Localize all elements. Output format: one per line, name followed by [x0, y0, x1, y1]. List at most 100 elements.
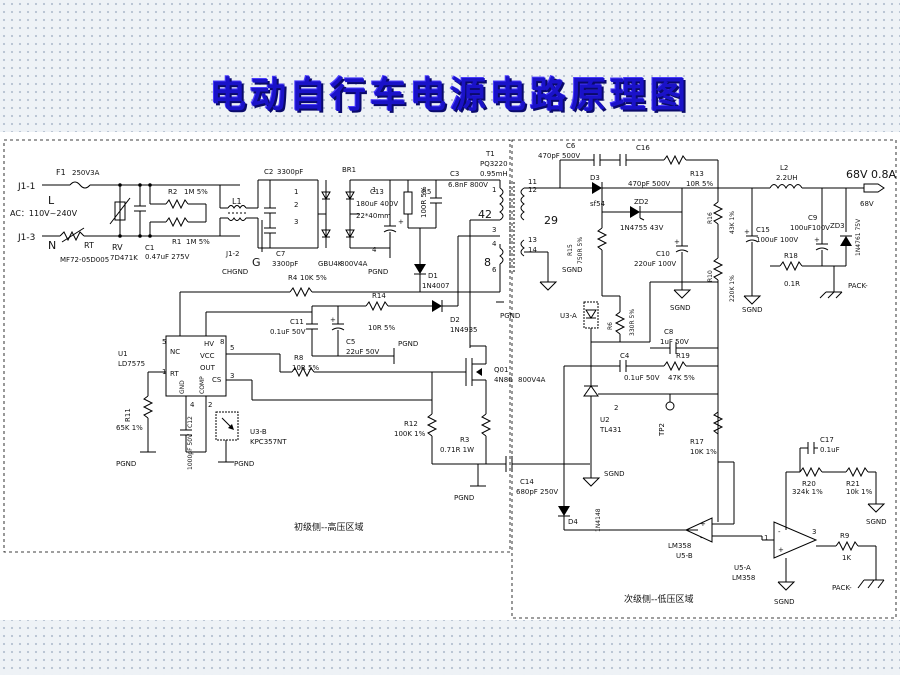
c7-label: C7 — [276, 250, 285, 258]
svg-text:2: 2 — [614, 404, 618, 412]
rt-label: RT — [84, 241, 94, 250]
t1-winding-29: 29 — [544, 214, 558, 227]
primary-region-label: 初级侧--高压区域 — [294, 521, 364, 533]
t1-label: T1 — [485, 150, 495, 158]
u1-pin-out: OUT — [200, 364, 216, 372]
r16-label: R16 — [707, 212, 714, 224]
r2-label: R2 — [168, 188, 177, 196]
feedback-network: U3-A R6 330R 5% C8 1uF 50V C4 0.1uF 50V … — [560, 281, 724, 504]
br1-value: GBU4K — [318, 260, 343, 268]
svg-text:1: 1 — [162, 368, 166, 376]
pgnd-r3-label: PGND — [454, 494, 474, 502]
c14-value: 680pF 250V — [516, 488, 558, 496]
f1-label: F1 — [56, 168, 66, 177]
u1-pin-vcc: VCC — [200, 352, 215, 360]
svg-text:4: 4 — [372, 246, 377, 254]
br1-value-2: 800V4A — [340, 260, 368, 268]
n-label: N — [48, 239, 56, 252]
r12-label: R12 — [404, 420, 418, 428]
d1-label: D1 — [428, 272, 438, 280]
sgnd-u2-label: SGND — [604, 470, 625, 478]
page-title: 电动自行车电源电路原理图 — [209, 75, 690, 116]
svg-text:-: - — [700, 534, 703, 542]
r12-value: 100K 1% — [394, 430, 426, 438]
r16-value: 43K 1% — [729, 211, 736, 234]
u5b-label: U5-B — [676, 552, 693, 560]
svg-text:6: 6 — [492, 266, 497, 274]
schematic-diagram: J1-1 L AC：110V~240V J1-3 N F1 250V3A RT … — [3, 139, 897, 619]
c1-value: 0.47uF 275V — [145, 253, 190, 261]
u3b-value: KPC357NT — [250, 438, 287, 446]
c6-value: 470pF 500V — [538, 152, 580, 160]
chgnd-label: CHGND — [222, 268, 248, 276]
u1-label: U1 — [118, 350, 128, 358]
c16-label: C16 — [636, 144, 650, 152]
svg-text:2: 2 — [208, 401, 212, 409]
primary-region-border — [3, 139, 511, 553]
r5-label: R5 — [422, 188, 431, 196]
c15-value: 100uF 100V — [756, 236, 798, 244]
d1-value: 1N4007 — [422, 282, 450, 290]
pgnd-transformer-label: PGND — [500, 312, 520, 320]
svg-text:1: 1 — [492, 186, 496, 194]
r13-value: 10R 5% — [686, 180, 713, 188]
u1-pin-hv: HV — [204, 340, 214, 348]
sgnd-c10-label: SGND — [670, 304, 691, 312]
t1-core: PQ3220 — [480, 160, 508, 168]
u5b-value: LM358 — [668, 542, 691, 550]
r17-value: 10K 1% — [690, 448, 717, 456]
pgnd-u3b-label: PGND — [234, 460, 254, 468]
r21-value: 10k 1% — [846, 488, 873, 496]
svg-text:+: + — [814, 236, 820, 244]
c4-value: 0.1uF 50V — [624, 374, 660, 382]
u1-pin-nc: NC — [170, 348, 180, 356]
controller-u1: U1 LD7575 NC HV VCC OUT RT GND COMP CS R… — [116, 235, 500, 470]
u3b-label: U3-B — [250, 428, 267, 436]
c17-label: C17 — [820, 436, 834, 444]
svg-text:-: - — [778, 528, 781, 536]
r1-label: R1 — [172, 238, 181, 246]
c12-value: 1000pF 50V — [187, 433, 194, 470]
r18-value: 0.1R — [784, 280, 800, 288]
d4-value: 1N4148 — [595, 508, 602, 532]
secondary-region-border — [511, 139, 897, 619]
r6-value: 330R 5% — [629, 309, 636, 336]
l2-label: L2 — [780, 164, 788, 172]
c8-value: 1uF 50V — [660, 338, 689, 346]
c10-value: 220uF 100V — [634, 260, 676, 268]
ac-input-section: J1-1 L AC：110V~240V J1-3 N F1 250V3A RT … — [10, 168, 240, 264]
pgnd-c5-label: PGND — [398, 340, 418, 348]
r17-label: R17 — [690, 438, 704, 446]
c3-label: C3 — [450, 170, 459, 178]
c7-value: 3300pF — [272, 260, 298, 268]
sgnd-u5a-label: SGND — [774, 598, 795, 606]
svg-text:+: + — [330, 316, 336, 324]
svg-text:+: + — [674, 238, 680, 246]
r8-label: R8 — [294, 354, 303, 362]
bridge-rectifier-br1: BR1 GBU4K 800V4A 1 4 — [317, 166, 390, 268]
sgnd-r21-label: SGND — [866, 518, 887, 526]
u1-pin-gnd: GND — [179, 380, 186, 394]
r10-value: 220K 1% — [729, 275, 736, 302]
svg-text:11: 11 — [528, 178, 537, 186]
c2-label: C2 — [264, 168, 273, 176]
r18-label: R18 — [784, 252, 798, 260]
r13-label: R13 — [690, 170, 704, 178]
r19-value: 47K 5% — [668, 374, 695, 382]
j1-3-label: J1-3 — [17, 233, 35, 243]
svg-text:1: 1 — [372, 186, 376, 194]
r1-value: 1M 5% — [186, 238, 210, 246]
schematic-panel — [0, 132, 900, 620]
c12-label: C12 — [187, 416, 194, 428]
c9-value: 100uF100V — [790, 224, 830, 232]
d3-label: D3 — [590, 174, 600, 182]
svg-text:+: + — [700, 520, 706, 528]
q01-value: 4N80 — [494, 376, 513, 384]
svg-text:3: 3 — [812, 528, 816, 536]
c11-value: 0.1uF 50V — [270, 328, 306, 336]
u3a-label: U3-A — [560, 312, 577, 320]
pgnd-bridge-label: PGND — [368, 268, 388, 276]
r5-value: 100R 5% — [420, 186, 428, 218]
l1-label: L1 — [232, 197, 242, 206]
zd3-label: ZD3 — [830, 222, 845, 230]
